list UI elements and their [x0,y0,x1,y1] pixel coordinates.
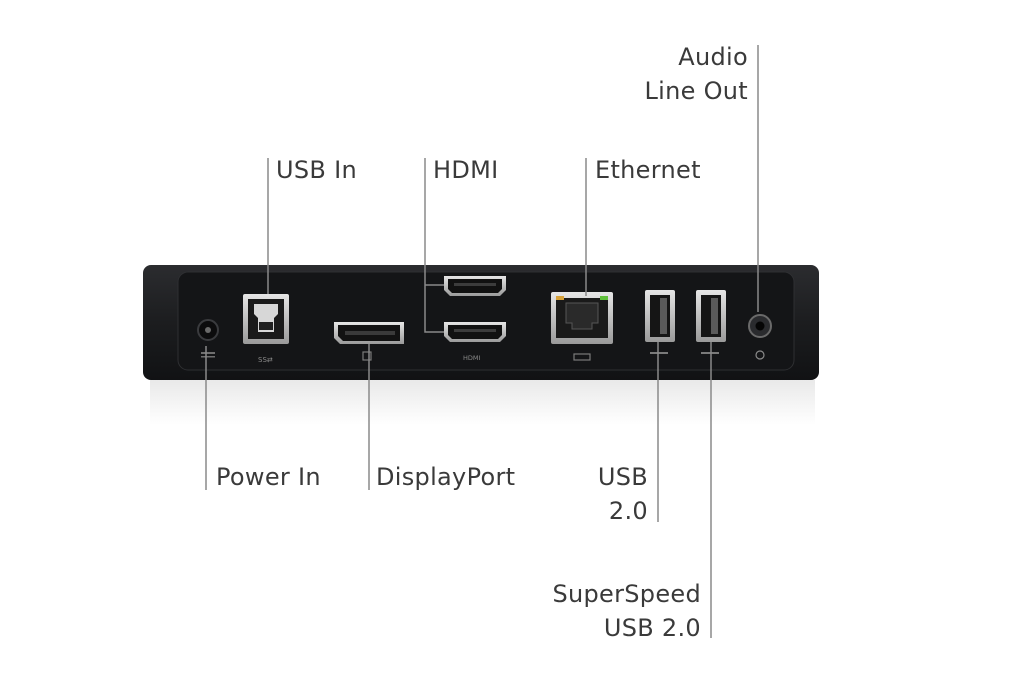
usb20-label-line1: USB [597,463,648,491]
power-in-port [197,319,219,358]
usb-in-label: USB In [276,156,357,184]
audio-label-line1: Audio [678,43,748,71]
hdmi-mark: HDMI [463,354,481,362]
hdmi-port-top [444,276,506,296]
usb20-port [645,290,675,354]
hdmi-label: HDMI [433,156,499,184]
audio-line-out-port [748,314,772,360]
dock-rear-face [177,271,795,371]
superspeed-label: SuperSpeed USB 2.0 [520,577,701,645]
displayport-label: DisplayPort [376,463,516,491]
superspeed-label-line2: USB 2.0 [603,614,701,642]
usb-in-port [243,294,289,344]
audio-label: Audio Line Out [620,40,748,108]
superspeed-usb-port [696,290,726,354]
dock-reflection [150,380,815,425]
hdmi-port-bottom [444,322,506,342]
power-in-label: Power In [216,463,321,491]
leader-hdmi-bottom [424,158,444,333]
usb20-label-line2: 2.0 [608,497,648,525]
ethernet-label: Ethernet [595,156,701,184]
usb20-label: USB 2.0 [560,460,648,528]
superspeed-label-line1: SuperSpeed [552,580,701,608]
leader-lines [205,45,759,638]
displayport-port [334,322,404,361]
audio-label-line2: Line Out [644,77,748,105]
ethernet-port [551,292,613,361]
usb-in-mark: SS⇄ [258,356,273,364]
